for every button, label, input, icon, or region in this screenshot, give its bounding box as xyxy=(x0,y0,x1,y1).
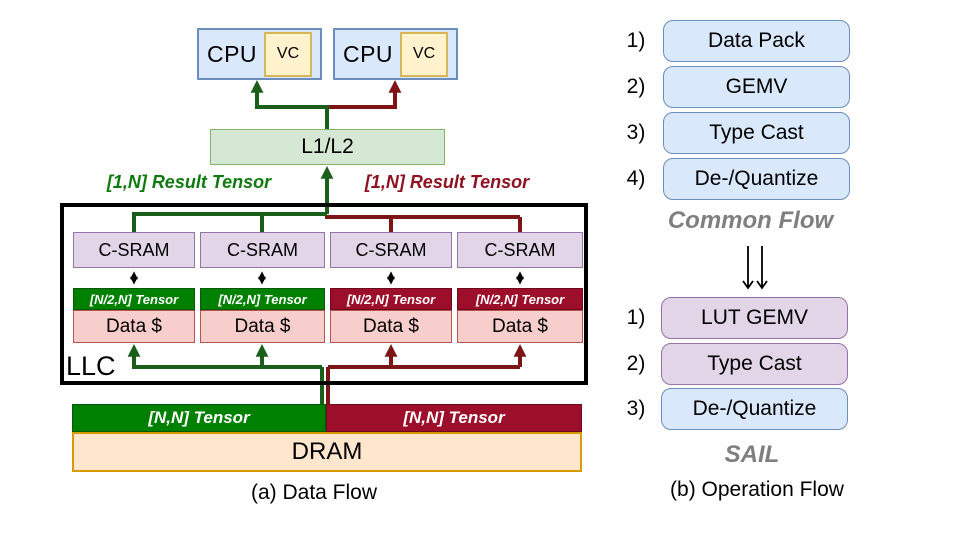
dram-tensor-strip-green: [N,N] Tensor xyxy=(72,404,326,432)
csram-box: C-SRAM xyxy=(457,232,583,268)
llc-label: LLC xyxy=(66,351,116,381)
sail-flow-step-box: De-/Quantize xyxy=(661,388,848,430)
dram-tensor-strip-red: [N,N] Tensor xyxy=(326,404,582,432)
cache-tensor-strip: [N/2,N] Tensor xyxy=(73,288,195,310)
double-down-arrow-icon xyxy=(742,246,768,290)
common-flow-step-number: 2) xyxy=(626,75,646,98)
common-flow-step-number: 3) xyxy=(626,121,646,144)
vector-core-box: VC xyxy=(264,31,313,77)
cpu-label: CPU xyxy=(206,40,258,67)
sail-flow-step-number: 1) xyxy=(626,306,646,329)
common-flow-step-box: Data Pack xyxy=(663,20,850,62)
common-flow-step-number: 4) xyxy=(626,167,646,190)
cache-tensor-strip: [N/2,N] Tensor xyxy=(200,288,325,310)
common-flow-title: Common Flow xyxy=(667,207,834,234)
sail-flow-step-number: 3) xyxy=(626,397,646,420)
caption-operation-flow: (b) Operation Flow xyxy=(670,478,844,501)
sail-flow-step-box: LUT GEMV xyxy=(661,297,848,339)
common-flow-step-box: De-/Quantize xyxy=(663,158,850,200)
common-flow-step-number: 1) xyxy=(626,29,646,52)
vector-core-box: VC xyxy=(400,31,449,77)
csram-box: C-SRAM xyxy=(330,232,452,268)
sail-flow-step-number: 2) xyxy=(626,352,646,375)
csram-box: C-SRAM xyxy=(200,232,325,268)
common-flow-step-box: GEMV xyxy=(663,66,850,108)
data-cache-box: Data $ xyxy=(200,310,325,343)
cache-tensor-strip: [N/2,N] Tensor xyxy=(330,288,452,310)
cpu-label: CPU xyxy=(342,40,394,67)
llc-container xyxy=(60,203,588,385)
cache-tensor-strip: [N/2,N] Tensor xyxy=(457,288,583,310)
result-tensor-label-red: [1,N] Result Tensor xyxy=(364,172,530,192)
cpu-box-2: CPU VC xyxy=(333,28,458,80)
data-cache-box: Data $ xyxy=(457,310,583,343)
l1l2-cache-box: L1/L2 xyxy=(210,129,445,165)
sail-flow-step-box: Type Cast xyxy=(661,343,848,385)
data-cache-box: Data $ xyxy=(73,310,195,343)
dram-box: DRAM xyxy=(72,432,582,472)
cpu-box-1: CPU VC xyxy=(197,28,322,80)
common-flow-step-box: Type Cast xyxy=(663,112,850,154)
csram-box: C-SRAM xyxy=(73,232,195,268)
result-tensor-label-green: [1,N] Result Tensor xyxy=(106,172,272,192)
data-cache-box: Data $ xyxy=(330,310,452,343)
caption-data-flow: (a) Data Flow xyxy=(250,481,378,504)
sail-flow-title: SAIL xyxy=(724,441,780,468)
